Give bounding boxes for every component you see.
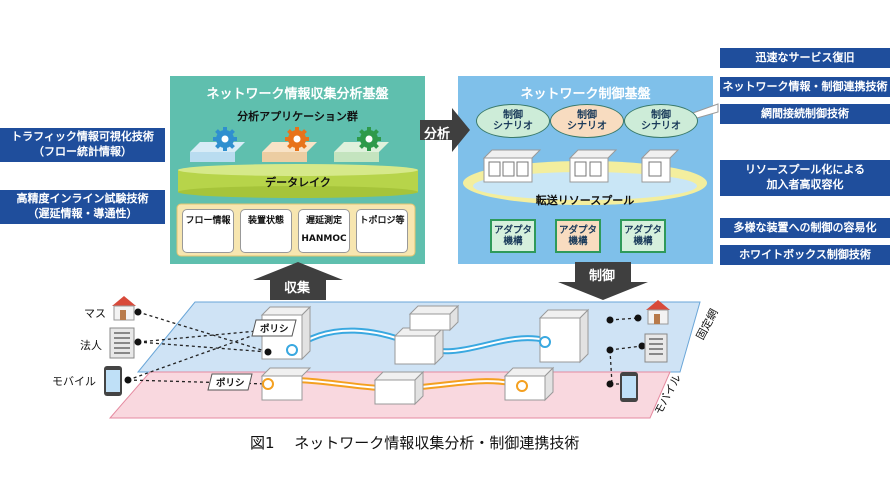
label-inline-test: 高精度インライン試験技術 （遅延情報・導通性） (0, 190, 165, 224)
switch-box (393, 326, 445, 366)
label-fast-recovery: 迅速なサービス復旧 (720, 48, 890, 68)
data-lake-cylinder (178, 164, 418, 198)
tool-label: トポロジ等 (359, 216, 405, 226)
label-diverse-devices: 多様な装置への制御の容易化 (720, 218, 890, 238)
switch-box (503, 366, 555, 402)
tool-flow-info: フロー情報 (182, 209, 234, 253)
analyze-label: 分析 (424, 127, 451, 142)
pool-box (640, 149, 680, 183)
pool-box (568, 149, 618, 183)
analysis-platform-title: ネットワーク情報収集分析基盤 (206, 87, 389, 102)
analyze-arrow (420, 108, 470, 152)
switch-box (260, 367, 312, 401)
collect-arrow (253, 262, 343, 300)
smartphone-icon (620, 372, 638, 402)
label-traffic-visualization: トラフィック情報可視化技術 （フロー統計情報） (0, 128, 165, 162)
tool-delay-measure: 遅延測定 HANMOC (298, 209, 350, 253)
switch-box (408, 304, 460, 332)
control-scenario: 制御 シナリオ (476, 104, 550, 138)
tools-container (176, 203, 416, 257)
house-icon (646, 300, 670, 325)
tool-device-status: 装置状態 (240, 209, 292, 253)
tool-label: 遅延測定 (305, 216, 342, 226)
data-lake-label: データレイク (265, 176, 331, 189)
gear-icon (285, 127, 309, 151)
adapter-mechanism: アダプタ 機構 (620, 219, 666, 253)
policy-label: ポリシ (216, 378, 245, 389)
tool-sublabel: HANMOC (301, 234, 347, 244)
adapter-mechanism: アダプタ 機構 (490, 219, 536, 253)
label-info-control-integration: ネットワーク情報・制御連携技術 (720, 77, 890, 97)
user-corporate-label: 法人 (80, 339, 102, 352)
switch-box (373, 370, 425, 406)
gear-icon (357, 127, 381, 151)
control-platform-title: ネットワーク制御基盤 (520, 87, 651, 102)
switch-box (538, 308, 590, 364)
apps-label: 分析アプリケーション群 (237, 110, 358, 123)
building-icon (109, 327, 135, 359)
house-icon (112, 296, 136, 321)
control-scenario: 制御 シナリオ (624, 104, 698, 138)
user-mass-label: マス (84, 307, 106, 320)
policy-flag (207, 373, 253, 391)
label-interconnect-control: 網間接続制御技術 (720, 104, 890, 124)
figure-caption: 図1 ネットワーク情報収集分析・制御連携技術 (250, 434, 580, 452)
building-icon (644, 333, 668, 363)
tool-label: 装置状態 (247, 216, 284, 226)
resource-pool-label: 転送リソースプール (535, 194, 635, 207)
user-mobile-label: モバイル (52, 375, 96, 388)
label-resource-pool: リソースプール化による 加入者高収容化 (720, 160, 890, 196)
smartphone-icon (104, 366, 122, 396)
control-label: 制御 (589, 269, 616, 284)
label-whitebox-control: ホワイトボックス制御技術 (720, 245, 890, 265)
tool-label: フロー情報 (185, 216, 231, 226)
collect-label: 収集 (284, 281, 311, 296)
tool-topology: トポロジ等 (356, 209, 408, 253)
adapter-mechanism: アダプタ 機構 (555, 219, 601, 253)
control-arrow (558, 262, 648, 300)
policy-label: ポリシ (260, 324, 289, 335)
policy-flag (251, 319, 297, 337)
gear-icon (213, 127, 237, 151)
pool-box (482, 149, 542, 183)
control-scenario: 制御 シナリオ (550, 104, 624, 138)
